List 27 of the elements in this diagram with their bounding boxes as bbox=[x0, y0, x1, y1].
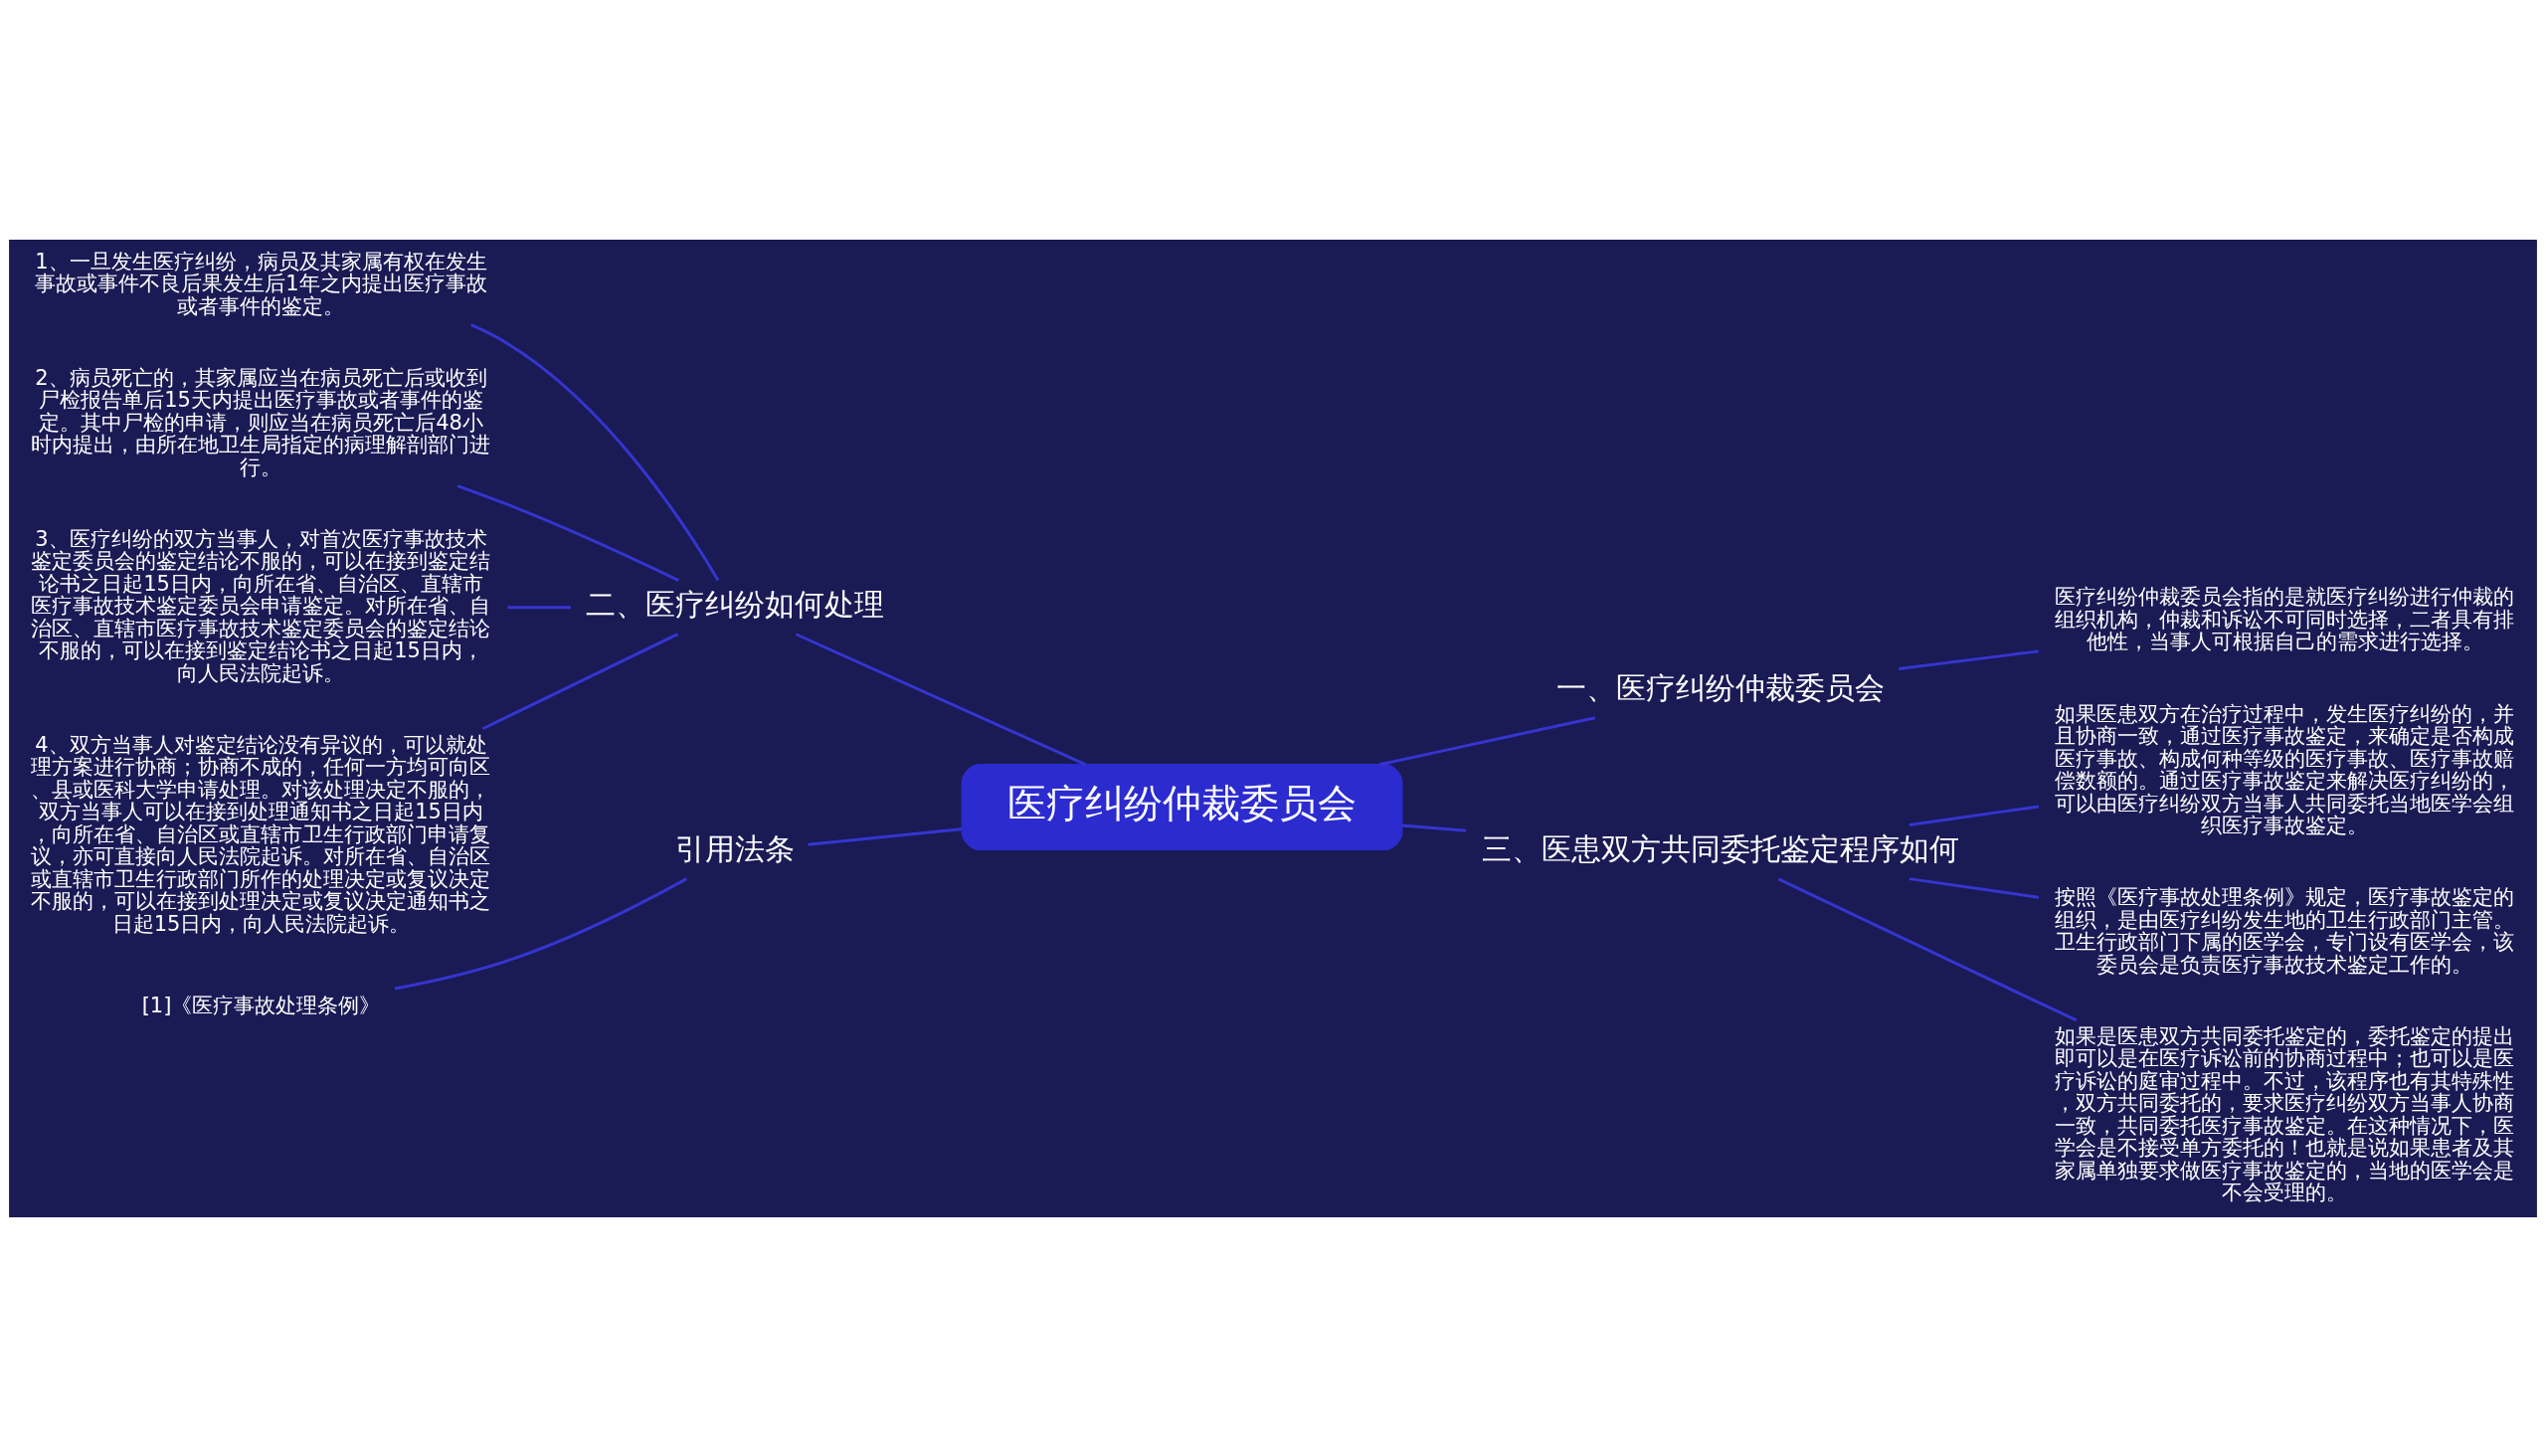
connector bbox=[481, 632, 679, 730]
connector bbox=[456, 483, 679, 582]
connector bbox=[795, 632, 1087, 766]
connector bbox=[394, 876, 688, 990]
node-text: 按照《医疗事故处理条例》规定，医疗事故鉴定的组织，是由医疗纠纷发生地的卫生行政部门主管。卫生行政部门下属的医学会，专门设有医学会，该委员会是负责医疗事故技术鉴定工作的。 bbox=[2055, 884, 2515, 977]
node-text: 医疗纠纷仲裁委员会指的是就医疗纠纷进行仲裁的组织机构，仲裁和诉讼不可同时选择，二者具有排他性，当事人可根据自己的需求进行选择。 bbox=[2055, 584, 2515, 653]
connector bbox=[470, 322, 720, 581]
node-text: 3、医疗纠纷的双方当事人，对首次医疗事故技术鉴定委员会的鉴定结论不服的，可以在接到鉴定结论书之日起15日内，向所在省、自治区、直辖市医疗事故技术鉴定委员会申请鉴定。对所在省、自治区、直辖市医疗事故技术鉴定委员会的鉴定结论不服的，可以在接到鉴定结论书之日起15日内，向人民法院起诉。 bbox=[31, 526, 491, 685]
connector bbox=[1401, 823, 1467, 832]
node-text: 1、一旦发生医疗纠纷，病员及其家属有权在发生事故或事件不良后果发生后1年之内提出医疗事故或者事件的鉴定。 bbox=[35, 249, 487, 318]
connector bbox=[1909, 804, 2040, 826]
node-text: 2、病员死亡的，其家属应当在病员死亡后或收到尸检报告单后15天内提出医疗事故或者事件的鉴定。其中尸检的申请，则应当在病员死亡后48小时内提出，由所在地卫生局指定的病理解剖部门进行。 bbox=[31, 365, 491, 479]
connector bbox=[507, 605, 571, 609]
node-box: 医疗纠纷仲裁委员会 bbox=[961, 763, 1403, 850]
node-text: 二、医疗纠纷如何处理 bbox=[585, 586, 884, 622]
connector bbox=[1899, 648, 2039, 670]
connector bbox=[808, 826, 963, 846]
connector bbox=[1777, 877, 2078, 1021]
connector bbox=[1909, 876, 2040, 899]
node-text: [1]《医疗事故处理条例》 bbox=[141, 993, 381, 1017]
node-text: 一、医疗纠纷仲裁委员会 bbox=[1555, 669, 1885, 705]
node-text: 4、双方当事人对鉴定结论没有异议的，可以就处理方案进行协商；协商不成的，任何一方均可向区、县或医科大学申请处理。对该处理决定不服的，双方当事人可以在接到处理通知书之日起15日内，向所在省、自治区或直辖市卫生行政部门申请复议，亦可直接向人民法院起诉。对所在省、自治区或直辖市卫生行政部门所作的处理决定或复议决定不服的，可以在接到处理决定或复议决定通知书之日起15日内，向人民法院起诉。 bbox=[31, 732, 491, 936]
node-text: 如果医患双方在治疗过程中，发生医疗纠纷的，并且协商一致，通过医疗事故鉴定，来确定是否构成医疗事故、构成何种等级的医疗事故、医疗事故赔偿数额的。通过医疗事故鉴定来解决医疗纠纷的，可以由医疗纠纷双方当事人共同委托当地医学会组织医疗事故鉴定。 bbox=[2055, 701, 2515, 837]
node-text: 三、医患双方共同委托鉴定程序如何 bbox=[1481, 830, 1959, 866]
connector bbox=[1378, 715, 1596, 766]
node-text: 如果是医患双方共同委托鉴定的，委托鉴定的提出即可以是在医疗诉讼前的协商过程中；也可以是医疗诉讼的庭审过程中。不过，该程序也有其特殊性，双方共同委托的，要求医疗纠纷双方当事人协商一致，共同委托医疗事故鉴定。在这种情况下，医学会是不接受单方委托的！也就是说如果患者及其家属单独要求做医疗事故鉴定的，当地的医学会是不会受理的。 bbox=[2055, 1023, 2515, 1204]
node-text: 引用法条 bbox=[674, 830, 795, 866]
